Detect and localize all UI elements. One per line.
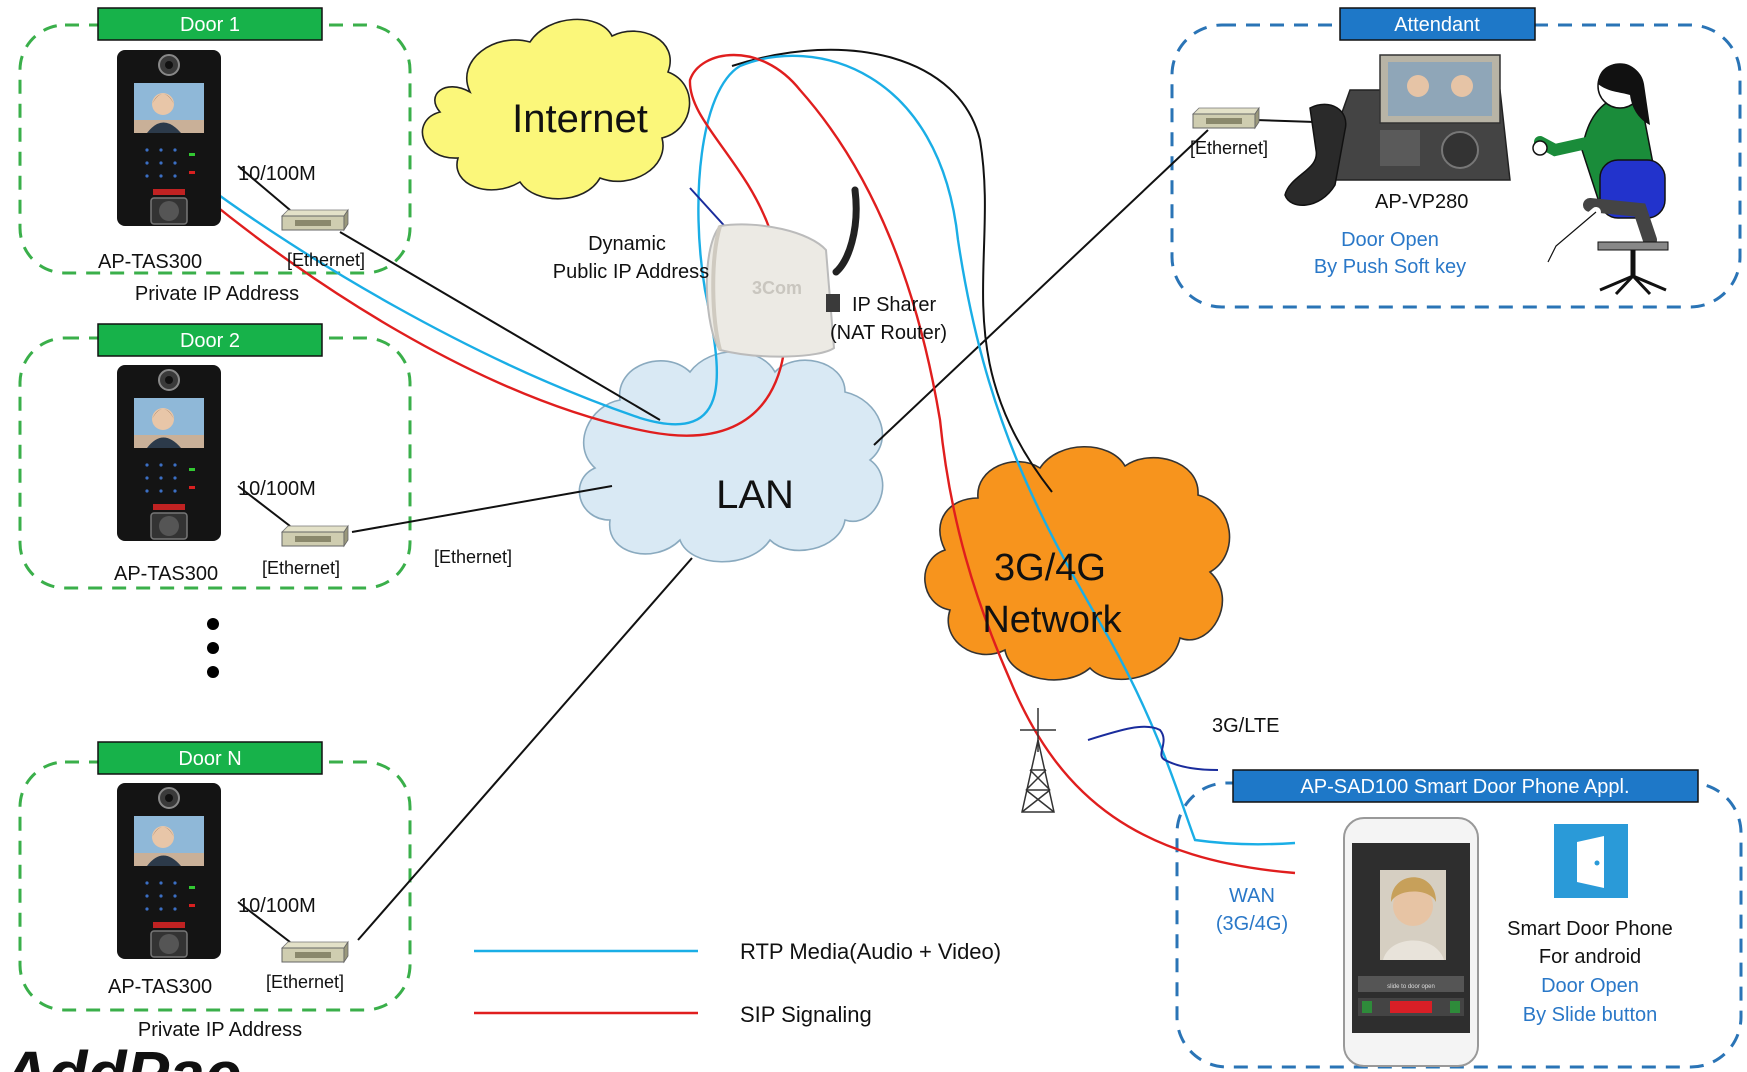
video-phone-image: [1284, 54, 1511, 206]
door-n-ethernet: [Ethernet]: [266, 972, 344, 992]
mobile-network-cloud: [924, 446, 1231, 681]
door-1-speed: 10/100M: [238, 163, 316, 185]
rtp-media-path: [204, 54, 1296, 846]
door-2-speed: 10/100M: [238, 478, 316, 500]
wan-label-1: WAN: [1229, 885, 1275, 907]
attendant-group: [1170, 23, 1742, 309]
legend-rtp-label: RTP Media(Audio + Video): [740, 939, 1001, 964]
door-1-tag: Door 1: [180, 14, 240, 36]
internet-cloud: [421, 18, 691, 200]
sip-signaling-path: [204, 53, 1296, 875]
router-public-ip-label-1: Dynamic: [588, 233, 666, 255]
door-n-tag: Door N: [178, 748, 241, 770]
cell-tower-icon: [1020, 708, 1056, 813]
attendant-switch-icon: [1192, 107, 1260, 129]
door-1-ethernet: [Ethernet]: [287, 250, 365, 270]
attendant-tag: Attendant: [1394, 14, 1480, 36]
router-label-2: (NAT Router): [830, 322, 947, 344]
attendant-action-2: By Push Soft key: [1314, 256, 1466, 278]
app-name-1: Smart Door Phone: [1507, 918, 1673, 940]
door-2-terminal-image: [116, 364, 222, 542]
legend-sip-label: SIP Signaling: [740, 1002, 872, 1027]
app-name-2: For android: [1539, 946, 1641, 968]
door-app-icon: [1554, 824, 1628, 898]
door-n-switch-icon: [281, 941, 349, 963]
ethernet-links: [237, 48, 1346, 943]
mobile-network-label-2: Network: [982, 599, 1122, 641]
brand-logo: AddPac: [0, 1038, 240, 1072]
door-1-device: AP-TAS300: [98, 251, 202, 273]
attendant-ethernet: [Ethernet]: [1190, 138, 1268, 158]
smart-phone-tag: AP-SAD100 Smart Door Phone Appl.: [1300, 776, 1629, 798]
door-1-switch-icon: [281, 209, 349, 231]
lan-label: LAN: [716, 473, 794, 517]
attendant-person-image: [1532, 63, 1669, 296]
router-brand: 3Com: [752, 278, 802, 298]
attendant-device: AP-VP280: [1375, 191, 1468, 213]
app-action-1: Door Open: [1541, 975, 1639, 997]
wan-label-2: (3G/4G): [1216, 913, 1288, 935]
door-2-tag: Door 2: [180, 330, 240, 352]
nat-router-image: 3Com: [705, 186, 860, 358]
mobile-network-label-1: 3G/4G: [994, 547, 1106, 589]
door-n-device: AP-TAS300: [108, 976, 212, 998]
internet-label: Internet: [512, 97, 648, 141]
phone-screen-caption: slide to door open: [1387, 984, 1435, 990]
door-n-speed: 10/100M: [238, 895, 316, 917]
more-doors-ellipsis: [207, 618, 219, 678]
attendant-action-1: Door Open: [1341, 229, 1439, 251]
router-public-ip-label-2: Public IP Address: [553, 261, 709, 283]
mobile-link-label: 3G/LTE: [1212, 715, 1279, 737]
door-2-ethernet: [Ethernet]: [262, 558, 340, 578]
door-2-switch-icon: [281, 525, 349, 547]
lan-ethernet-label: [Ethernet]: [434, 547, 512, 567]
door-n-ip-note: Private IP Address: [138, 1019, 302, 1041]
app-action-2: By Slide button: [1523, 1004, 1658, 1026]
door-n-terminal-image: [116, 782, 222, 960]
door-1-ip-note: Private IP Address: [135, 283, 299, 305]
lan-cloud: [578, 351, 884, 563]
door-1-terminal-image: [116, 49, 222, 227]
door-2-device: AP-TAS300: [114, 563, 218, 585]
smart-phone-group: [1175, 781, 1743, 1069]
smartphone-image: slide to door open: [1343, 817, 1479, 1067]
router-label-1: IP Sharer: [852, 294, 936, 316]
